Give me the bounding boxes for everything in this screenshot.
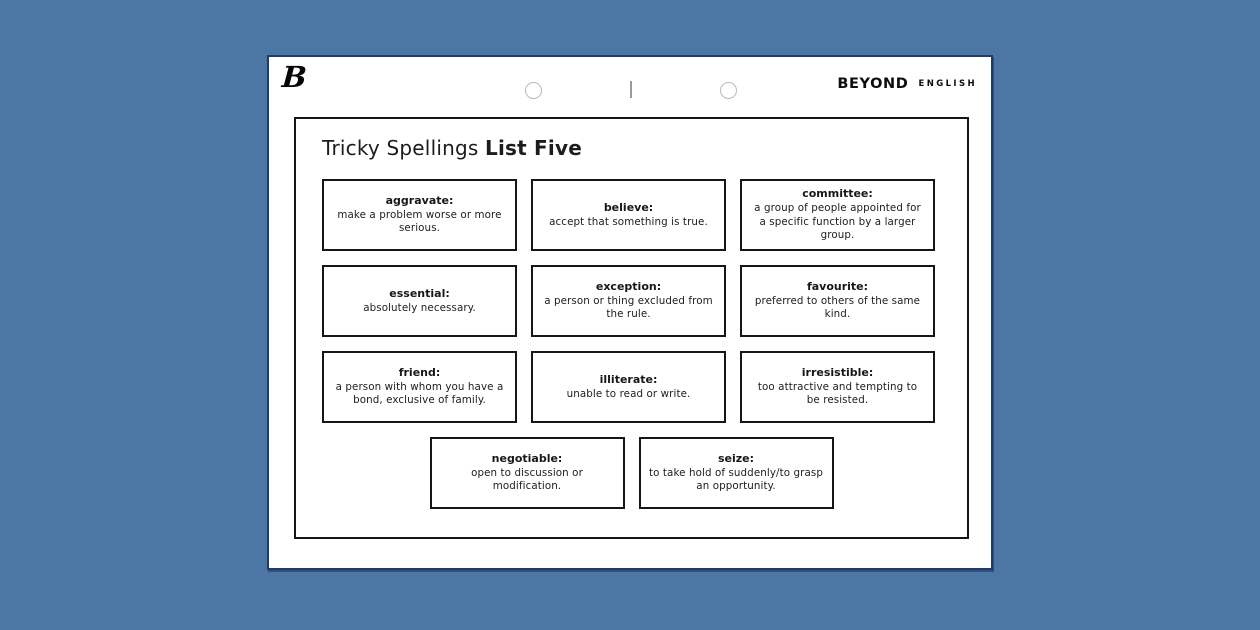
worksheet-page: B BEYOND ENGLISH Tricky Spellings List F… bbox=[267, 55, 993, 570]
word-card-seize: seize: to take hold of suddenly/to grasp… bbox=[638, 437, 834, 509]
word-card-believe: believe: accept that something is true. bbox=[531, 179, 726, 251]
card-definition: a person or thing excluded from the rule… bbox=[544, 294, 713, 321]
fold-mark-line bbox=[630, 81, 632, 98]
word-card-essential: essential: absolutely necessary. bbox=[322, 265, 517, 337]
card-definition: absolutely necessary. bbox=[363, 301, 476, 314]
card-definition: unable to read or write. bbox=[566, 387, 691, 400]
card-definition: make a problem worse or more serious. bbox=[337, 208, 502, 235]
card-word: essential: bbox=[389, 286, 450, 300]
card-definition: too attractive and tempting to be resist… bbox=[757, 380, 918, 407]
brand-english-label: ENGLISH bbox=[918, 79, 977, 89]
card-word: negotiable: bbox=[491, 452, 563, 465]
brand-wordmark: BEYOND ENGLISH bbox=[837, 73, 977, 92]
word-card-committee: committee: a group of people appointed f… bbox=[740, 179, 935, 251]
card-definition: open to discussion or modification. bbox=[471, 466, 583, 493]
card-definition: to take hold of suddenly/to grasp an opp… bbox=[649, 466, 823, 493]
brand-beyond-label: BEYOND bbox=[837, 76, 909, 92]
card-word: committee: bbox=[802, 187, 873, 201]
page-title: Tricky Spellings List Five bbox=[322, 136, 582, 160]
word-card-negotiable: negotiable: open to discussion or modifi… bbox=[429, 437, 625, 509]
word-card-illiterate: illiterate: unable to read or write. bbox=[531, 351, 726, 423]
card-word: believe: bbox=[603, 200, 654, 214]
card-word: illiterate: bbox=[599, 372, 658, 386]
page-title-regular: Tricky Spellings bbox=[322, 136, 486, 160]
card-word: seize: bbox=[717, 452, 755, 465]
page-title-bold: List Five bbox=[485, 136, 582, 160]
content-frame: Tricky Spellings List Five aggravate: ma… bbox=[294, 117, 969, 539]
card-definition: preferred to others of the same kind. bbox=[754, 294, 921, 321]
punch-hole-circle-icon bbox=[720, 82, 737, 99]
card-definition: a person with whom you have a bond, excl… bbox=[335, 380, 504, 407]
card-word: friend: bbox=[398, 366, 441, 379]
card-definition: accept that something is true. bbox=[549, 215, 708, 228]
word-card-aggravate: aggravate: make a problem worse or more … bbox=[322, 179, 517, 251]
word-card-friend: friend: a person with whom you have a bo… bbox=[322, 351, 517, 423]
word-card-irresistible: irresistible: too attractive and temptin… bbox=[740, 351, 935, 423]
card-word: exception: bbox=[595, 280, 662, 293]
card-word: favourite: bbox=[806, 280, 869, 293]
punch-hole-circle-icon bbox=[525, 82, 542, 99]
card-grid-bottom-row: negotiable: open to discussion or modifi… bbox=[296, 437, 967, 509]
card-definition: a group of people appointed for a specif… bbox=[754, 202, 921, 242]
card-word: irresistible: bbox=[801, 366, 874, 379]
card-word: aggravate: bbox=[385, 194, 454, 207]
worksheet-header: B BEYOND ENGLISH bbox=[269, 57, 991, 113]
word-card-exception: exception: a person or thing excluded fr… bbox=[531, 265, 726, 337]
beyond-b-logo-icon: B bbox=[280, 60, 308, 94]
word-card-favourite: favourite: preferred to others of the sa… bbox=[740, 265, 935, 337]
card-grid: aggravate: make a problem worse or more … bbox=[322, 179, 947, 423]
